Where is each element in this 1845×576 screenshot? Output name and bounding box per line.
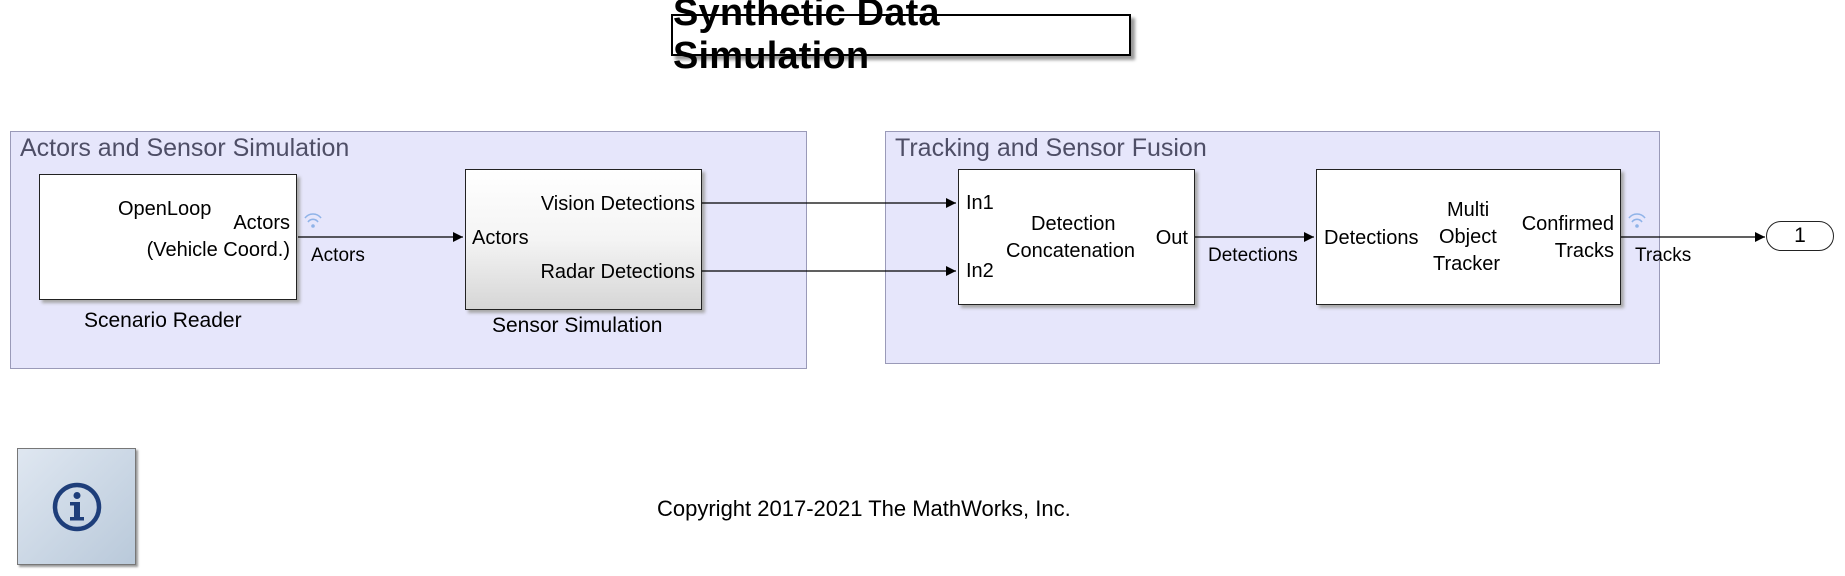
signal-logging-icon[interactable] xyxy=(304,213,322,228)
model-info-button[interactable] xyxy=(17,448,136,565)
block-text-concatenation: Concatenation xyxy=(1006,240,1135,262)
scenario-reader-block[interactable]: OpenLoop Actors (Vehicle Coord.) xyxy=(39,174,297,300)
port-label-in1: In1 xyxy=(966,192,994,214)
port-label-confirmed: Confirmed xyxy=(1521,213,1614,235)
port-label-radar-detections: Radar Detections xyxy=(540,261,695,283)
signal-label-detections: Detections xyxy=(1208,245,1298,266)
port-label-detections-in: Detections xyxy=(1324,227,1419,249)
port-label-tracks: Tracks xyxy=(1554,240,1614,262)
multi-object-tracker-block[interactable]: Detections Multi Object Tracker Confirme… xyxy=(1316,169,1621,305)
copyright-text: Copyright 2017-2021 The MathWorks, Inc. xyxy=(657,496,1071,521)
info-icon xyxy=(52,482,102,532)
port-label-actors: Actors xyxy=(233,212,290,234)
outport-1[interactable]: 1 xyxy=(1766,221,1834,251)
block-text-multi: Multi xyxy=(1447,199,1490,221)
area-label: Actors and Sensor Simulation xyxy=(20,134,350,162)
sensor-simulation-block[interactable]: Actors Vision Detections Radar Detection… xyxy=(465,169,702,310)
port-label-in2: In2 xyxy=(966,260,994,282)
signal-label-tracks: Tracks xyxy=(1635,245,1692,266)
block-mode-text: OpenLoop xyxy=(118,198,212,220)
signal-label-actors: Actors xyxy=(311,245,365,266)
port-label-vision-detections: Vision Detections xyxy=(540,193,695,215)
port-label-out: Out xyxy=(1155,227,1188,249)
sensor-simulation-caption: Sensor Simulation xyxy=(492,314,663,337)
block-text-object: Object xyxy=(1439,226,1497,248)
port-label-actors-in: Actors xyxy=(472,227,529,249)
detection-concatenation-block[interactable]: In1 In2 Detection Concatenation Out xyxy=(958,169,1195,305)
signal-logging-icon[interactable] xyxy=(1628,213,1646,228)
block-text-tracker: Tracker xyxy=(1433,253,1501,275)
block-text-detection: Detection xyxy=(1031,213,1116,235)
port-label-vehicle-coord: (Vehicle Coord.) xyxy=(146,239,290,261)
scenario-reader-caption: Scenario Reader xyxy=(84,309,242,332)
area-label: Tracking and Sensor Fusion xyxy=(895,134,1207,162)
